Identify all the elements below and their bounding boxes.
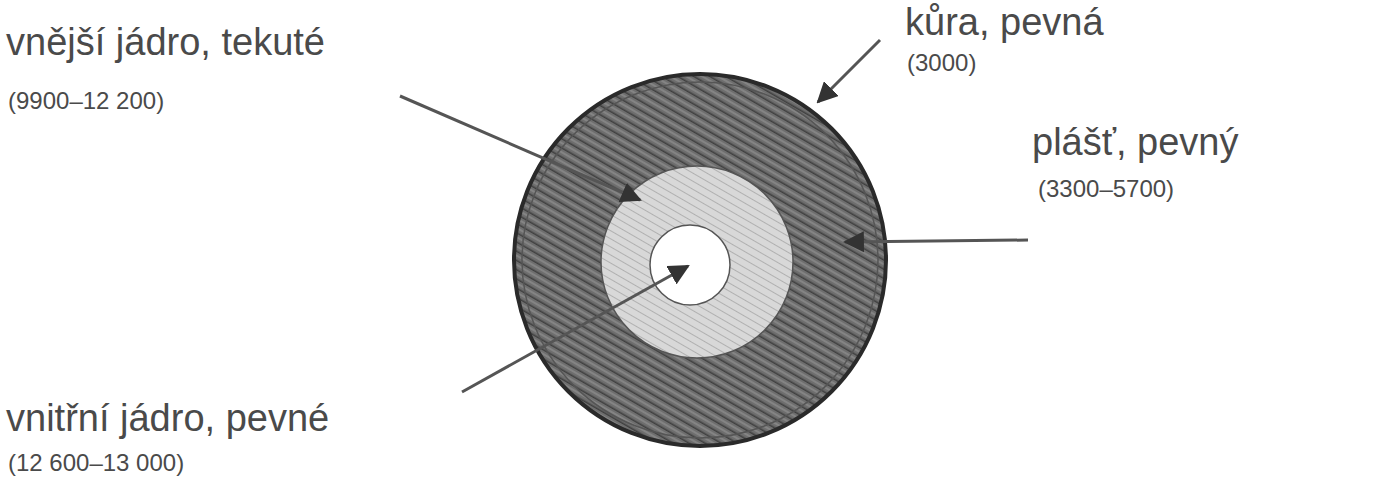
layer-name: vnější jádro, tekuté — [6, 22, 325, 64]
leader-line — [845, 240, 1028, 242]
depth-value: (9900–12 200) — [8, 88, 164, 114]
depth-value: (3000) — [907, 50, 976, 76]
leader-line — [400, 96, 640, 200]
crust-mantle — [514, 74, 886, 446]
leader-line — [818, 40, 880, 102]
leader-line — [462, 266, 688, 392]
depth-value: (3300–5700) — [1038, 176, 1174, 202]
inner-core — [650, 225, 730, 305]
layer-name: kůra, pevná — [905, 2, 1104, 44]
layer-name: plášť, pevný — [1032, 122, 1238, 164]
layer-name: vnitřní jádro, pevné — [6, 398, 329, 440]
crust-line — [522, 82, 878, 438]
depth-value: (12 600–13 000) — [8, 450, 184, 476]
